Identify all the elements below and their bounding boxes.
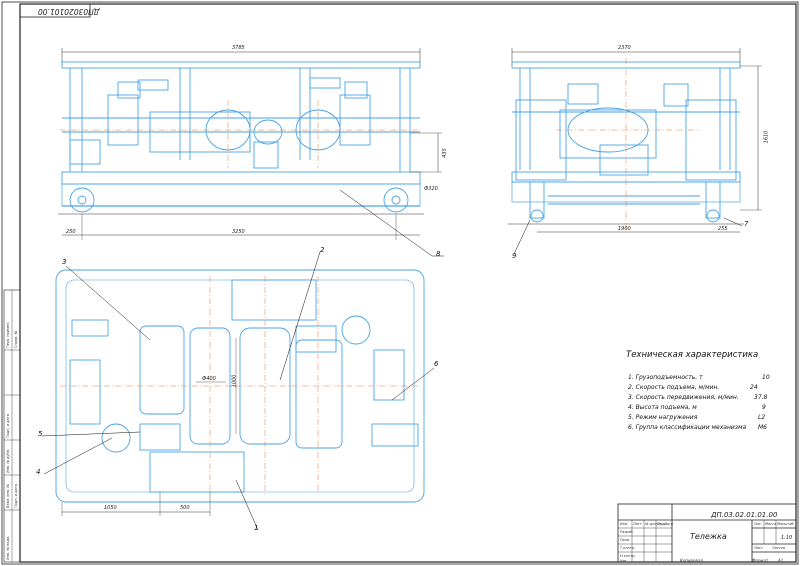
inner-border [19, 3, 797, 563]
dim-front-wheel-dia: Ф320 [424, 186, 438, 192]
drawing-code-top: ДП03020101.00 [38, 7, 100, 16]
spec-value: M6 [758, 424, 767, 431]
spec-label: 5. Режим нагружения [628, 414, 698, 421]
spec-value: 9 [762, 404, 766, 411]
dim-plan-dia: Ф400 [202, 376, 216, 382]
tb-sheet: Лист [754, 546, 763, 550]
spec-value: 37.8 [754, 394, 768, 401]
dim-plan-mid: 500 [180, 505, 190, 511]
dim-front-left-offset: 250 [66, 229, 76, 235]
leader-3: 3 [62, 258, 67, 266]
dim-side-gauge: 1900 [618, 226, 631, 232]
spec-label: 4. Высота подъема, м [628, 404, 697, 411]
tb-sheets: Листов [772, 546, 786, 550]
dim-side-overall: 2370 [618, 45, 631, 51]
title-block-name: Тележка [690, 532, 727, 541]
leader-1: 1 [254, 524, 259, 532]
tb-row: Разраб. [620, 530, 634, 534]
title-block [617, 503, 797, 563]
leader-4: 4 [36, 468, 41, 476]
spec-label: 2. Скорость подъема, м/мин. [628, 384, 720, 391]
dim-front-height: 435 [441, 148, 448, 158]
spec-label: 1. Грузоподъемность, т [628, 374, 703, 381]
tb-row: Подп. [657, 522, 668, 526]
stamp-first-use: Перв. примен. [6, 321, 10, 348]
plan-axes [60, 276, 420, 496]
tb-col-lit: Лит. [754, 522, 763, 526]
stamp-sign-date-1: Подп. и дата [6, 414, 10, 438]
tb-row: № докум. [645, 522, 663, 526]
spec-value: 10 [762, 374, 770, 381]
dim-plan-drum-len: 1000 [231, 374, 238, 388]
side-view [508, 48, 762, 233]
tb-row: Н.контр. [620, 554, 636, 558]
tb-col-scale: Масштаб [777, 522, 794, 526]
leader-8: 8 [436, 250, 441, 258]
leader-6: 6 [434, 360, 439, 368]
stamp-dup-inv: Инв. № дубл. [6, 449, 10, 473]
spec-value: 24 [750, 384, 758, 391]
side-axes [556, 58, 700, 230]
tb-row: Лист [633, 522, 642, 526]
tb-row: Пров. [620, 538, 631, 542]
leader-lines [41, 189, 743, 531]
leader-7: 7 [744, 220, 749, 228]
tb-row: Изм. [620, 522, 629, 526]
tb-row: Дата [664, 522, 674, 526]
tb-row: Т.контр. [620, 546, 636, 550]
dim-front-overall: 3785 [232, 45, 245, 51]
dim-plan-left: 1050 [104, 505, 117, 511]
stamp-ref-no: Справ. № [14, 330, 18, 348]
tb-copied: Копировал [680, 558, 703, 563]
tb-format: Формат [752, 558, 769, 563]
spec-label: 3. Скорость передвижения, м/мин. [628, 394, 739, 401]
tb-format-value: А1 [778, 558, 784, 563]
spec-value: L2 [758, 414, 766, 421]
specs-title: Техническая характеристика [626, 350, 759, 360]
plan-view [55, 269, 425, 516]
front-view [58, 48, 442, 240]
dim-side-height: 1610 [763, 130, 770, 144]
stamp-sign-date-2: Подп. и дата [14, 484, 18, 508]
dim-side-offset: 255 [718, 226, 728, 232]
leader-2: 2 [320, 246, 325, 254]
tb-col-mass: Масса [765, 522, 777, 526]
title-block-scale: 1:10 [781, 535, 793, 541]
leader-9: 9 [512, 252, 517, 260]
dim-front-wheelbase: 3250 [232, 229, 245, 235]
stamp-orig-inv: Инв. № подл. [6, 535, 10, 560]
code-box [19, 3, 91, 18]
front-axes [60, 100, 422, 168]
stamp-repl-inv: Взам. инв. № [6, 484, 10, 508]
spec-label: 6. Группа классификации механизма [628, 424, 747, 431]
tb-row: Утв. [620, 559, 628, 563]
leader-5: 5 [38, 430, 43, 438]
title-block-code: ДП.03.02.01.01.00 [711, 511, 778, 519]
